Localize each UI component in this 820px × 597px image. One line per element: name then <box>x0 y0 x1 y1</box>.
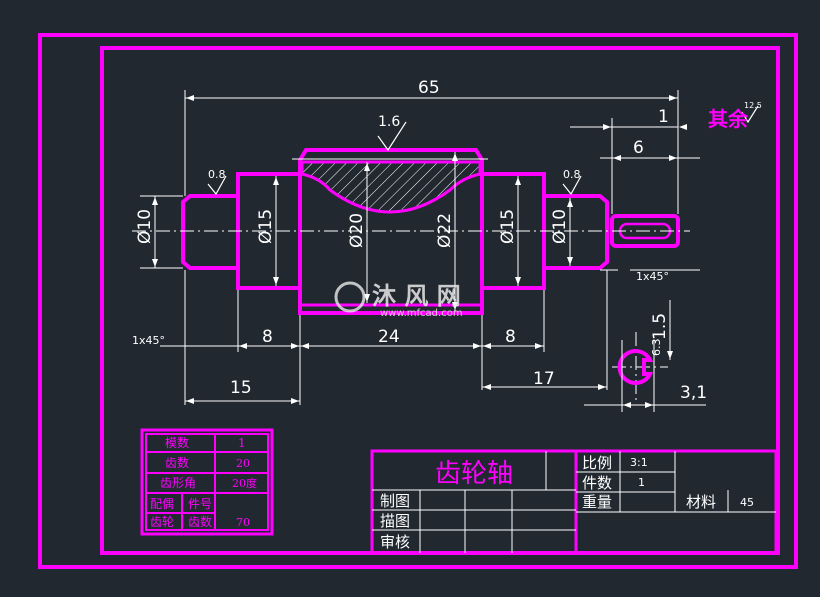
gear-row-2-value: 20度 <box>232 476 257 490</box>
gear-teeth-value: 70 <box>236 516 250 529</box>
title-traced-label: 描图 <box>380 512 410 530</box>
gear-part-no-label: 件号 <box>188 497 212 511</box>
title-weight-label: 重量 <box>582 493 612 511</box>
dim-section-rough: 6.3 <box>650 339 663 357</box>
dim-section-width: 3,1 <box>680 383 707 403</box>
title-block-title: 齿轮轴 <box>435 459 513 489</box>
roughness-other-value: 12.5 <box>744 101 762 110</box>
title-checked-label: 审核 <box>380 533 410 551</box>
dim-len-gear: 24 <box>378 327 400 347</box>
dim-len-left: 15 <box>230 378 252 398</box>
roughness-right-shaft: 0.8 <box>563 168 581 181</box>
watermark-url: www.mfcad.com <box>380 308 463 319</box>
title-scale-value: 3:1 <box>630 456 648 469</box>
length-arrowheads <box>186 95 687 404</box>
diameter-dim-lines <box>140 152 571 311</box>
dim-dia-shoulder-left: Ø15 <box>256 209 276 244</box>
title-material-label: 材料 <box>686 493 716 511</box>
roughness-gear-face: 1.6 <box>378 114 400 130</box>
gear-row-0-label: 模数 <box>165 435 189 450</box>
gear-teeth-label: 齿数 <box>188 514 212 529</box>
dim-len-right: 17 <box>533 369 555 389</box>
title-count-label: 件数 <box>582 474 612 492</box>
title-count-value: 1 <box>638 476 645 489</box>
dim-dia-shoulder-right: Ø15 <box>498 209 518 244</box>
dim-chamfer-left: 1x45° <box>132 334 165 347</box>
gear-hatch <box>300 160 482 214</box>
dim-chamfer-right: 1x45° <box>636 270 669 283</box>
dim-dia-end-right: Ø10 <box>550 209 570 244</box>
title-drawn-label: 制图 <box>380 492 410 510</box>
dim-len-shoulder-left: 8 <box>262 327 273 347</box>
gear-parameter-table <box>140 428 274 536</box>
dim-keyway-offset: 1 <box>658 107 669 127</box>
gear-mate-label-b: 齿轮 <box>150 515 174 529</box>
outer-border <box>38 33 798 569</box>
dim-dia-end-left: Ø10 <box>135 209 155 244</box>
keyway-section-view <box>584 300 706 412</box>
watermark-brand: 沐 风 网 <box>372 282 461 310</box>
dim-key-depth: 1.5 <box>650 313 670 340</box>
gear-row-1-label: 齿数 <box>165 455 189 470</box>
dim-dia-root: Ø20 <box>347 213 367 248</box>
watermark: 沐 风 网 www.mfcad.com <box>334 281 463 319</box>
title-block <box>370 449 778 555</box>
title-material-value: 45 <box>740 496 754 509</box>
dim-keyway-length: 6 <box>633 138 644 158</box>
gear-row-2-label: 齿形角 <box>160 476 196 490</box>
roughness-other-label: 其余 <box>708 107 749 131</box>
roughness-left-shaft: 0.8 <box>208 168 226 181</box>
diameter-arrowheads <box>152 153 573 310</box>
dim-len-shoulder-right: 8 <box>505 327 516 347</box>
roughness-symbols <box>207 105 759 196</box>
title-scale-label: 比例 <box>582 454 612 472</box>
dim-total-length: 65 <box>418 78 440 98</box>
gear-row-0-value: 1 <box>238 436 246 450</box>
watermark-logo-icon <box>334 281 366 313</box>
gear-row-1-value: 20 <box>236 457 250 470</box>
gear-mate-label-a: 配偶 <box>150 497 174 511</box>
dim-dia-tip: Ø22 <box>435 213 455 248</box>
